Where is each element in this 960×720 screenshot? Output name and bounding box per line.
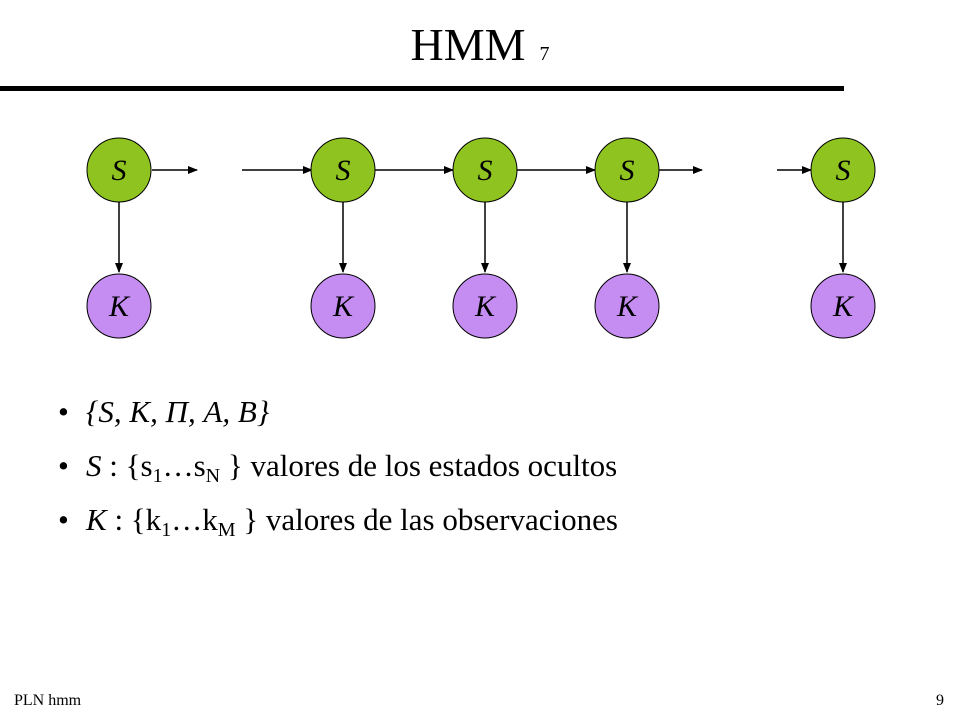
bullet-marker: • — [58, 448, 69, 483]
svg-text:S: S — [620, 154, 635, 187]
bullet-marker: • — [58, 502, 69, 537]
state-node-3: S — [452, 137, 518, 203]
model-tuple-text: {S, K, Π, A, B} — [86, 394, 270, 429]
svg-text:K: K — [832, 290, 855, 323]
title-number: 7 — [539, 43, 550, 65]
states-symbol: S — [86, 448, 102, 483]
state-node-2: S — [310, 137, 376, 203]
observation-node-2: K — [310, 273, 376, 339]
title-text: HMM — [410, 19, 526, 70]
slide-title: HMM 7 — [0, 22, 960, 68]
svg-text:S: S — [112, 154, 127, 187]
observation-node-5: K — [810, 273, 876, 339]
title-underline — [0, 86, 844, 91]
svg-text:S: S — [478, 154, 493, 187]
bullet-item-model-tuple: • {S, K, Π, A, B} — [58, 396, 618, 450]
svg-text:S: S — [336, 154, 351, 187]
observation-node-4: K — [594, 273, 660, 339]
svg-text:K: K — [616, 290, 639, 323]
state-node-5: S — [810, 137, 876, 203]
states-sub-first: 1 — [152, 465, 163, 487]
bullet-marker: • — [58, 394, 69, 429]
observations-set-open: : {k — [106, 502, 162, 537]
states-description: } valores de los estados ocultos — [220, 448, 618, 483]
hmm-diagram: S S S S S K K K K K — [86, 137, 876, 339]
observation-node-3: K — [452, 273, 518, 339]
bullet-item-observations: • K : {k1…kM } valores de las observacio… — [58, 504, 618, 558]
states-sub-last: N — [205, 465, 221, 487]
state-node-4: S — [594, 137, 660, 203]
footer-course-label: PLN hmm — [14, 692, 82, 709]
states-set-open: : {s — [101, 448, 153, 483]
observation-node-1: K — [86, 273, 152, 339]
svg-text:K: K — [332, 290, 355, 323]
svg-text:S: S — [836, 154, 851, 187]
page-number: 9 — [936, 692, 944, 709]
observations-sub-first: 1 — [161, 519, 172, 541]
observations-description: } valores de las observaciones — [235, 502, 618, 537]
svg-text:K: K — [474, 290, 497, 323]
svg-text:K: K — [108, 290, 131, 323]
bullet-list: • {S, K, Π, A, B} • S : {s1…sN } valores… — [58, 396, 618, 558]
states-ellipsis: …s — [162, 448, 206, 483]
observations-symbol: K — [86, 502, 107, 537]
state-node-1: S — [86, 137, 152, 203]
observations-ellipsis: …k — [171, 502, 218, 537]
bullet-item-states: • S : {s1…sN } valores de los estados oc… — [58, 450, 618, 504]
observations-sub-last: M — [217, 519, 236, 541]
